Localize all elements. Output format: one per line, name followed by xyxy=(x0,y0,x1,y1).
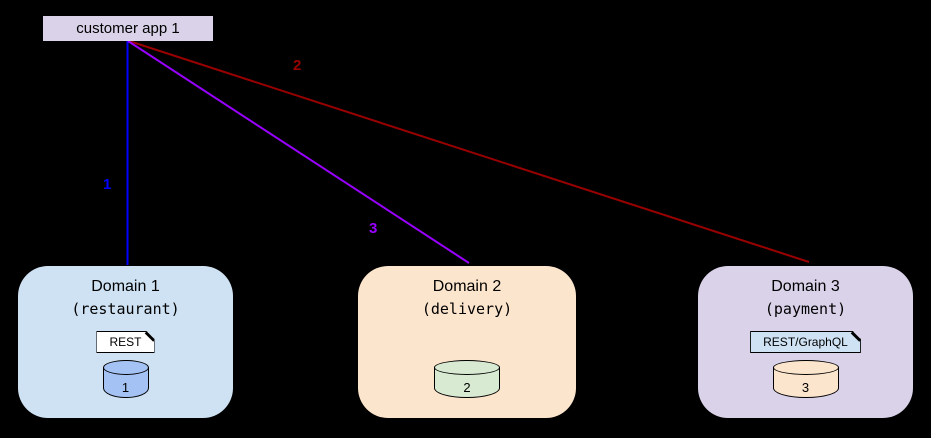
database-1-icon: 1 xyxy=(102,360,149,398)
customer-app-node: customer app 1 xyxy=(43,16,213,41)
database-3-icon: 3 xyxy=(772,360,839,398)
edge-2-line xyxy=(128,40,810,263)
customer-app-label: customer app 1 xyxy=(76,20,180,37)
domain-2-box: Domain 2 (delivery) 2 xyxy=(358,266,576,418)
domain-1-subtitle: (restaurant) xyxy=(71,300,180,318)
domain-2-title: Domain 2 xyxy=(432,278,502,295)
database-2-top xyxy=(434,360,500,375)
domain-1-tag-slot: REST xyxy=(96,331,154,353)
database-1-label: 1 xyxy=(121,380,130,395)
database-2-icon: 2 xyxy=(434,360,500,398)
database-3-label: 3 xyxy=(801,380,810,395)
domain-1-title: Domain 1 xyxy=(91,278,160,295)
domain-3-box: Domain 3 (payment) REST/GraphQL 3 xyxy=(698,266,913,418)
edge-3-label: 3 xyxy=(369,220,378,237)
domain-1-box: Domain 1 (restaurant) REST 1 xyxy=(18,266,233,418)
rest-graphql-tag: REST/GraphQL xyxy=(750,331,861,353)
database-3-top xyxy=(772,360,839,375)
domain-3-tag-slot: REST/GraphQL xyxy=(750,331,861,353)
database-1-top xyxy=(102,360,149,375)
database-2-label: 2 xyxy=(463,380,471,395)
domain-3-title: Domain 3 xyxy=(771,278,840,295)
edge-1-label: 1 xyxy=(103,176,112,193)
domain-3-subtitle: (payment) xyxy=(764,300,847,318)
domain-2-subtitle: (delivery) xyxy=(421,300,513,318)
rest-tag: REST xyxy=(96,331,154,353)
edge-2-label: 2 xyxy=(293,57,302,74)
